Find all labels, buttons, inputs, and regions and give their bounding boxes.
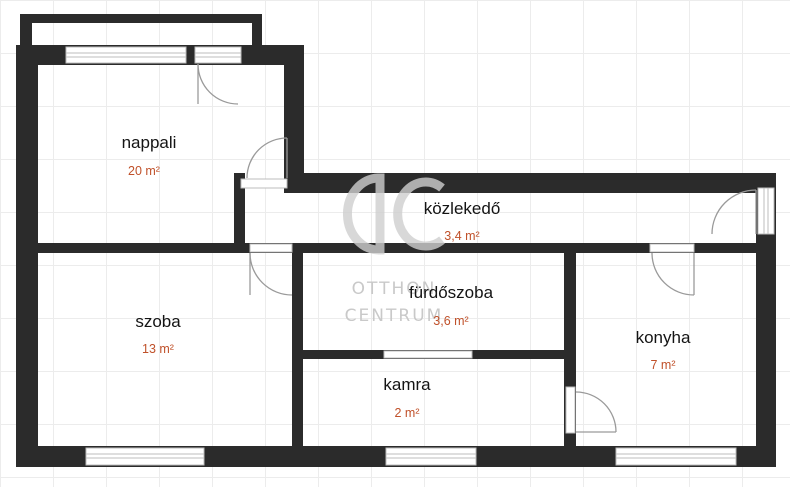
door-sill-szoba: [249, 243, 293, 253]
room-name-konyha: konyha: [636, 328, 691, 347]
door-sill-konyha: [649, 243, 695, 253]
door-sill-nappali: [240, 178, 288, 189]
wall-left: [16, 45, 38, 467]
window-corridor-right: [757, 187, 775, 235]
room-area-kozlekedo: 3,4 m²: [444, 229, 479, 243]
watermark-logo: [343, 173, 445, 255]
door-swing-szoba: [249, 252, 293, 296]
door-openings: [240, 178, 695, 434]
room-area-szoba: 13 m²: [142, 342, 174, 356]
wall-right-nappali: [284, 45, 304, 193]
door-swing-nappali: [246, 137, 288, 179]
door-swing-corridor: [711, 189, 757, 235]
door-sill-furdo: [383, 350, 473, 359]
room-name-kamra: kamra: [383, 375, 431, 394]
wall-corridor-bottom: [38, 243, 756, 253]
room-labels: nappali 20 m² közlekedő 3,4 m² fürdőszob…: [122, 133, 691, 420]
window-kamra: [385, 447, 477, 466]
room-area-kamra: 2 m²: [395, 406, 420, 420]
watermark-line1: OTTHON: [352, 279, 437, 299]
door-sill-kamra: [565, 386, 576, 434]
balcony-wall-top: [20, 14, 262, 23]
window-konyha: [615, 447, 737, 466]
window-nappali-1: [65, 46, 187, 64]
window-szoba: [85, 447, 205, 466]
room-area-konyha: 7 m²: [651, 358, 676, 372]
wall-right: [756, 173, 776, 467]
balcony-wall-right: [252, 14, 262, 48]
windows: [65, 46, 775, 466]
room-name-nappali: nappali: [122, 133, 177, 152]
door-swing-nappali-top: [197, 63, 239, 105]
door-swing-kamra: [575, 391, 617, 433]
door-swings: [197, 63, 757, 433]
wall-nappali-corridor: [234, 173, 245, 253]
wall-szoba-right: [292, 243, 303, 453]
room-area-furdoszoba: 3,6 m²: [433, 314, 468, 328]
window-nappali-2: [194, 46, 242, 64]
door-swing-konyha: [651, 252, 695, 296]
room-area-nappali: 20 m²: [128, 164, 160, 178]
watermark: OTTHON CENTRUM: [343, 173, 445, 326]
watermark-line2: CENTRUM: [345, 306, 444, 326]
outer-walls: [16, 14, 776, 467]
room-name-kozlekedo: közlekedő: [424, 199, 501, 218]
room-name-szoba: szoba: [135, 312, 181, 331]
room-name-furdoszoba: fürdőszoba: [409, 283, 494, 302]
